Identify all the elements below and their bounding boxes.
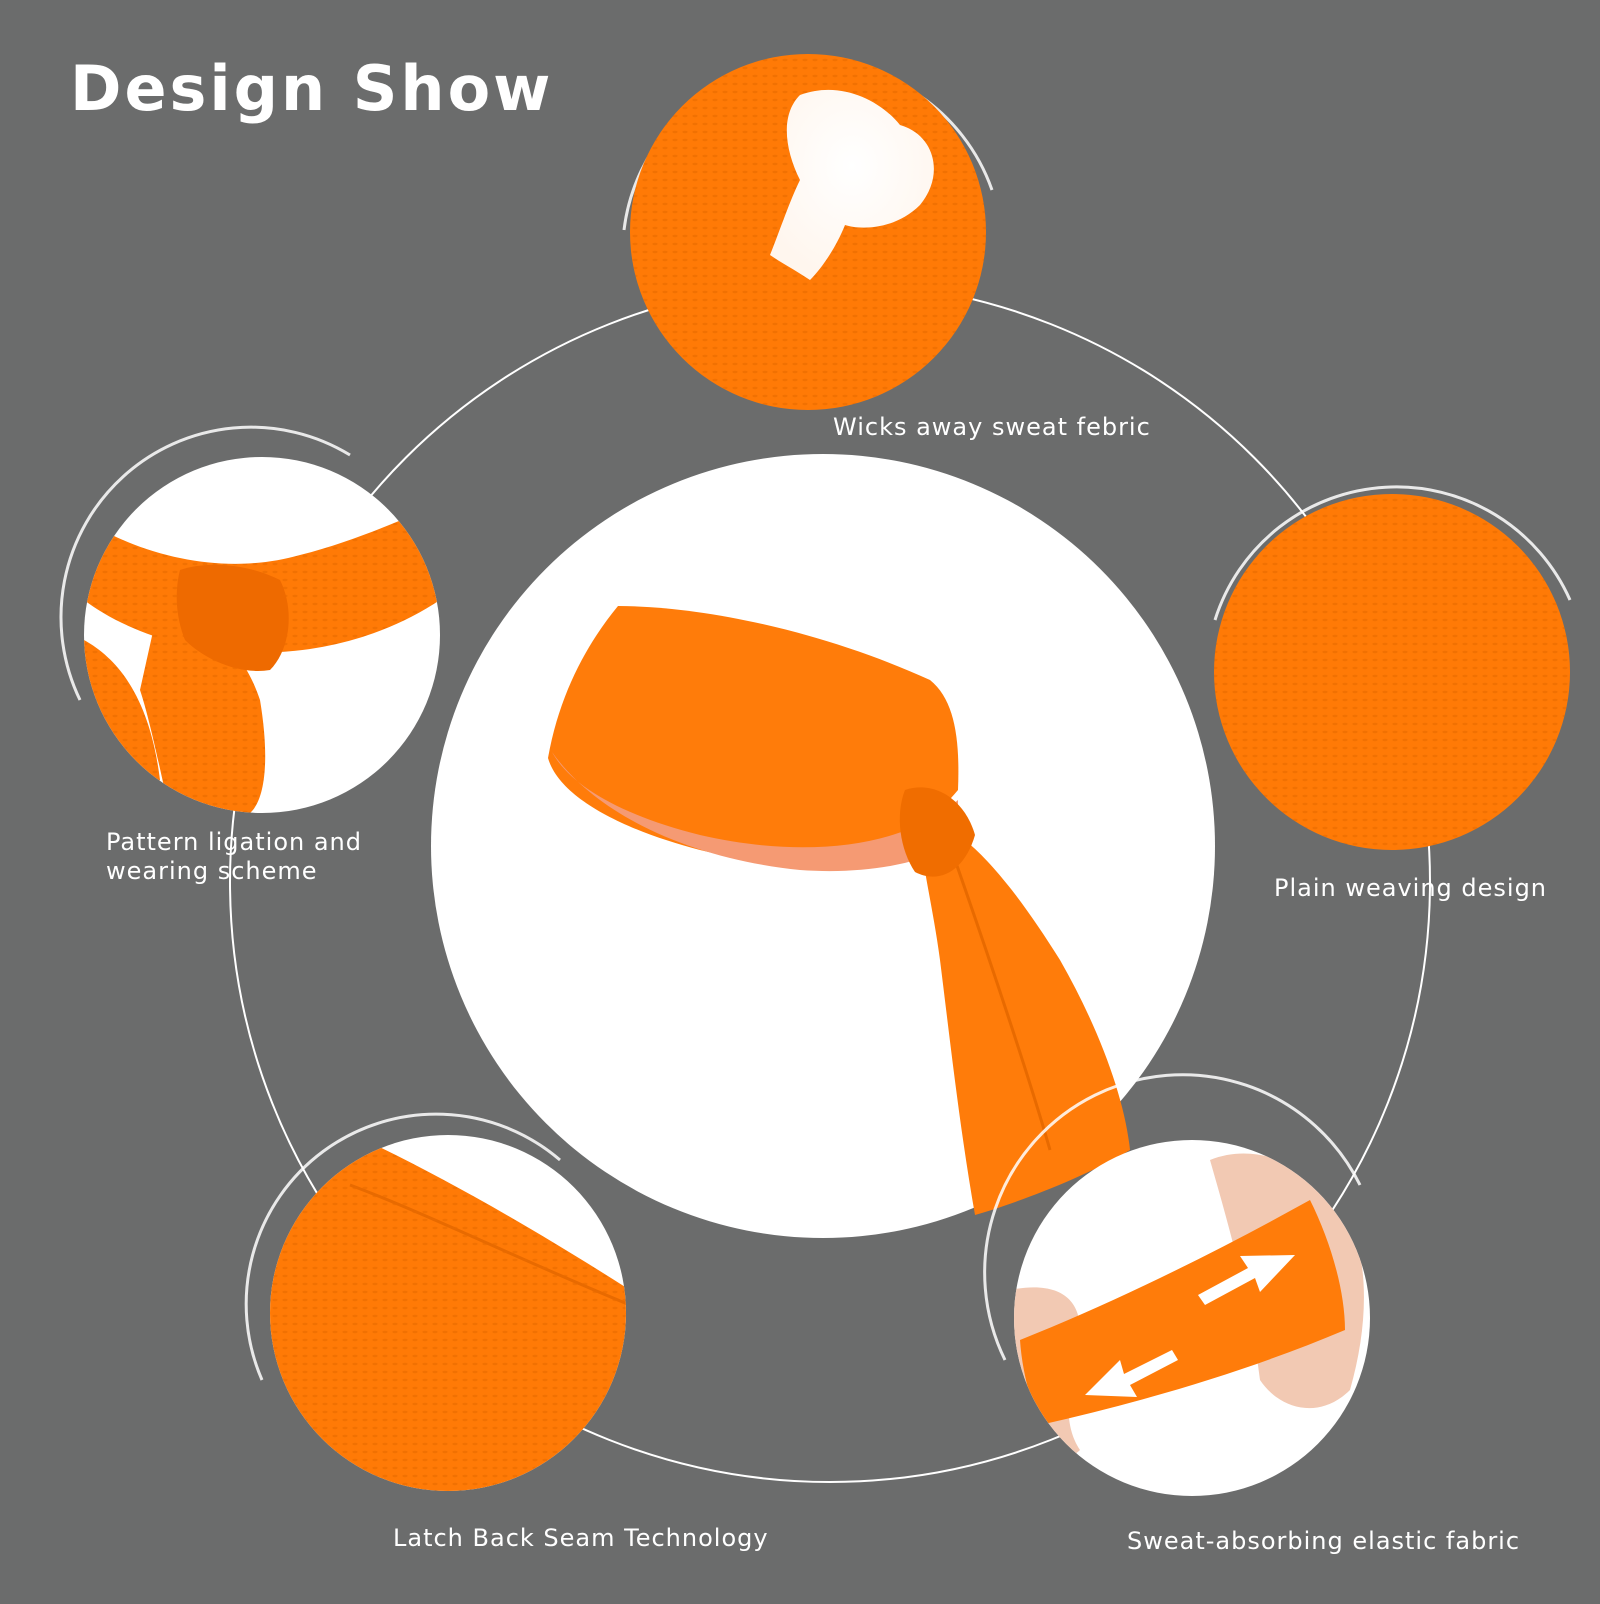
feature-label-elastic: Sweat-absorbing elastic fabric xyxy=(1127,1527,1521,1555)
page-title: Design Show xyxy=(70,52,554,125)
double-arrow-icon xyxy=(1085,1255,1295,1397)
feature-label-ligation: Pattern ligation and wearing scheme xyxy=(106,828,363,885)
photo-plain-weave xyxy=(1214,494,1570,850)
headband-illustration xyxy=(548,606,1130,1215)
frame-arc-left xyxy=(59,425,351,701)
photo-knot xyxy=(84,457,440,813)
feature-label-plain-weave: Plain weaving design xyxy=(1274,874,1548,902)
frame-arc-bottom-right xyxy=(983,1073,1362,1361)
frame-arc-bottom-left xyxy=(244,1112,561,1381)
photo-stretch xyxy=(1014,1140,1370,1496)
feature-label-seam: Latch Back Seam Technology xyxy=(393,1524,769,1552)
frame-arc-right xyxy=(1213,485,1572,621)
feature-label-wicks: Wicks away sweat febric xyxy=(833,413,1151,441)
photo-seam xyxy=(270,1135,626,1491)
water-drop-icon xyxy=(770,89,934,281)
photo-wicks-fabric xyxy=(630,54,986,410)
